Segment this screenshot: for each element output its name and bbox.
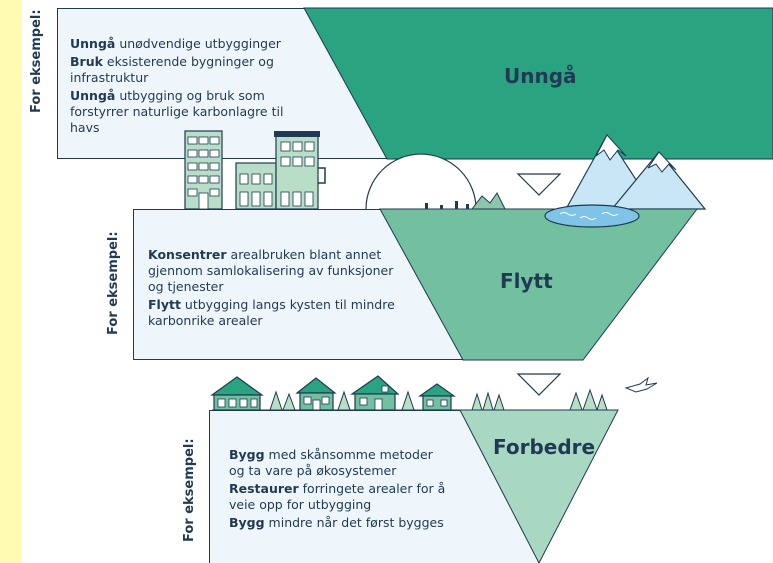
stage-title-forbedre: Forbedre (493, 435, 596, 459)
lake-icon (544, 204, 640, 228)
bullet-item: Unngå unødvendige utbygginger (70, 36, 281, 51)
bullet-item: Bygg med skånsomme metoder og ta vare på… (229, 447, 433, 478)
bullet-item: Restaurer forringete arealer for å veie … (229, 481, 446, 512)
funnel-unnga (303, 7, 773, 160)
bullet-item: Bygg mindre når det først bygges (229, 515, 444, 530)
bird-icon (624, 376, 658, 393)
house-icon (418, 383, 456, 411)
tree-icon (401, 390, 415, 411)
bullet-list-flytt: Konsentrer arealbruken blant annet gjenn… (148, 247, 398, 331)
apartment-building-icon (184, 130, 223, 210)
house-icon (350, 375, 400, 411)
bullet-list-unnga: Unngå unødvendige utbygginger Bruk eksis… (70, 36, 315, 138)
house-icon (210, 376, 264, 411)
arrow-down-icon (516, 373, 562, 396)
tree-icon (269, 390, 296, 411)
arrow-down-icon (516, 173, 562, 196)
dome-icon (365, 153, 506, 210)
mountains-icon (564, 133, 707, 210)
factory-icon (235, 131, 326, 210)
stage-title-unnga: Unngå (504, 64, 577, 88)
bullet-item: Flytt utbygging langs kysten til mindre … (148, 297, 395, 328)
funnel-forbedre (459, 409, 619, 563)
bullet-item: Konsentrer arealbruken blant annet gjenn… (148, 247, 394, 294)
stage-title-flytt: Flytt (500, 269, 553, 293)
house-icon (295, 377, 337, 411)
bullet-item: Bruk eksisterende bygninger og infrastru… (70, 54, 274, 85)
side-strip (0, 0, 22, 563)
tree-icon (337, 390, 351, 411)
bullet-item: Unngå utbygging og bruk som forstyrrer n… (70, 88, 284, 135)
bullet-list-forbedre: Bygg med skånsomme metoder og ta vare på… (229, 447, 449, 533)
